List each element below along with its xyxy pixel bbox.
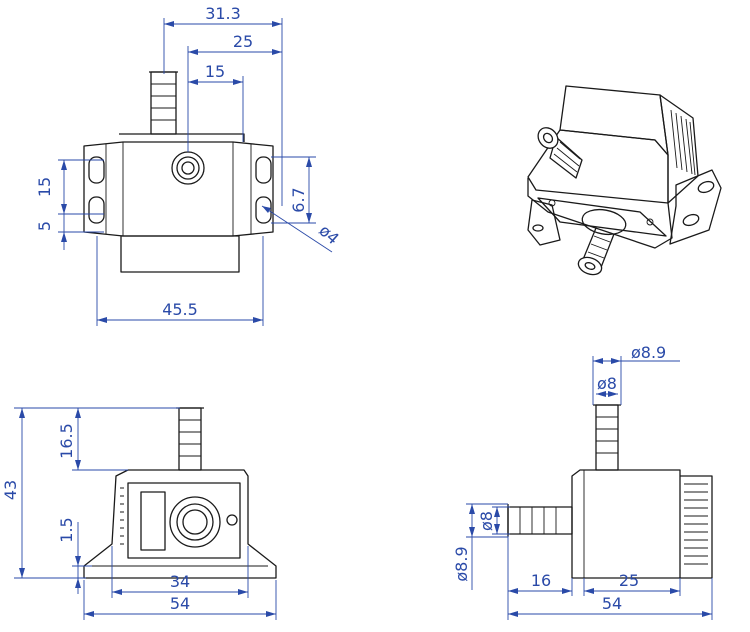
front-inlet-ring xyxy=(169,496,221,548)
dim-25-top: 25 xyxy=(233,32,253,51)
front-view: 43 16.5 1.5 34 54 xyxy=(1,407,277,620)
front-window xyxy=(140,491,166,551)
mount-slot-left-bottom xyxy=(88,196,105,224)
dim-31-3: 31.3 xyxy=(205,4,241,23)
iso-inlet-nozzle xyxy=(577,208,627,276)
dim-8-9-top: ø8.9 xyxy=(631,343,666,362)
side-view-dimensions: ø8.9 ø8 ø8 ø8.9 16 25 54 xyxy=(452,343,713,620)
mount-slot-right-top xyxy=(255,156,272,184)
side-view-left-nozzle xyxy=(507,504,573,537)
top-view-outlet-nozzle xyxy=(149,71,178,135)
iso-mount-hole-bottom xyxy=(682,213,700,227)
dim-6-7: 6.7 xyxy=(289,187,308,212)
side-view: ø8.9 ø8 ø8 ø8.9 16 25 54 xyxy=(452,343,713,620)
dim-5-left: 5 xyxy=(35,221,54,231)
mount-slot-left-top xyxy=(88,156,105,184)
top-view-dimensions: 31.3 25 15 6.7 ø4 15 5 xyxy=(35,4,343,326)
top-view-body xyxy=(83,133,274,273)
dim-1-5: 1.5 xyxy=(57,517,76,542)
iso-outlet-nozzle xyxy=(537,127,583,179)
dim-16-5: 16.5 xyxy=(57,423,76,459)
front-view-outlet-nozzle xyxy=(176,407,204,471)
iso-mount-hole-top xyxy=(697,180,715,194)
dim-54-front: 54 xyxy=(170,594,190,613)
dim-8-left: ø8 xyxy=(477,511,496,531)
dim-8-9-left: ø8.9 xyxy=(452,546,471,581)
front-panel xyxy=(127,482,241,559)
front-view-body xyxy=(83,469,277,579)
dim-16: 16 xyxy=(531,571,551,590)
dim-34: 34 xyxy=(170,572,190,591)
dim-15-left: 15 xyxy=(35,177,54,197)
side-view-body xyxy=(571,469,713,579)
isometric-view xyxy=(527,85,722,276)
front-view-dimensions: 43 16.5 1.5 34 54 xyxy=(1,407,277,620)
dim-54-side: 54 xyxy=(602,594,622,613)
dim-45-5: 45.5 xyxy=(162,300,198,319)
side-view-top-nozzle xyxy=(593,404,621,471)
mount-slot-right-bottom xyxy=(255,196,272,224)
top-view: 31.3 25 15 6.7 ø4 15 5 xyxy=(35,4,343,326)
dim-43: 43 xyxy=(1,480,20,500)
dim-15-top: 15 xyxy=(205,62,225,81)
dim-25-side: 25 xyxy=(619,571,639,590)
dim-8-top: ø8 xyxy=(597,374,617,393)
